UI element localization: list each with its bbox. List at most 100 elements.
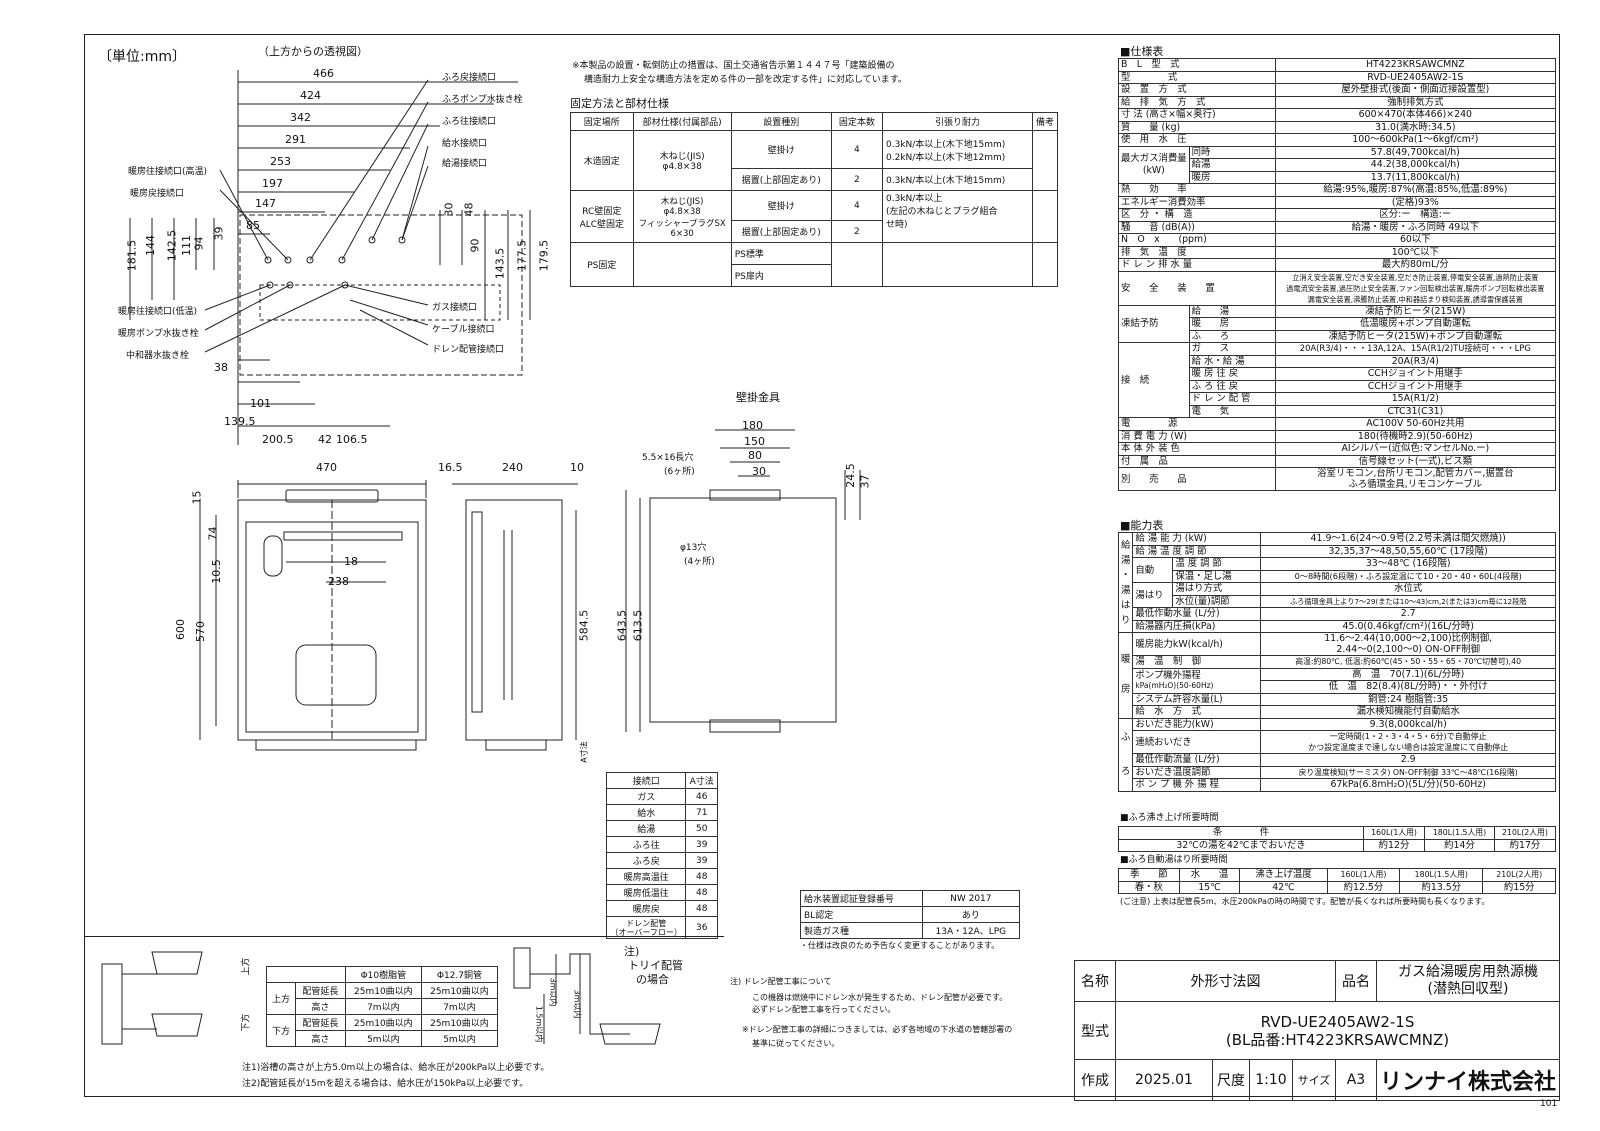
spec-label: 寸 法 (高さ×幅×奥行) <box>1118 108 1276 122</box>
cap-pump-high-label: 高 温 <box>1352 668 1381 680</box>
cap-value: 水位式 <box>1260 582 1556 596</box>
dim-144: 144 <box>144 235 157 256</box>
spec-value: 60以下 <box>1274 233 1557 247</box>
spec-label: 安 全 装 置 <box>1118 270 1276 306</box>
fill-header: 水 温 <box>1178 868 1241 882</box>
fix-wood-r2-count: 2 <box>830 168 883 191</box>
dim-197: 197 <box>262 177 283 190</box>
pipe-header-resin: Φ10樹脂管 <box>344 966 422 983</box>
bracket-hole-label: φ13穴 <box>680 543 707 553</box>
fix-rc-str-1: 0.3kN/本以上 <box>885 194 943 204</box>
boil-cell: 約12分 <box>1362 838 1426 852</box>
trap-piping-diagram <box>513 947 661 1045</box>
bracket-diagram <box>625 429 861 733</box>
cap-label: おいだき温度調節 <box>1132 765 1262 779</box>
pipe-down-label: 下方 <box>266 1014 296 1047</box>
spec-label: B L 型 式 <box>1118 58 1276 72</box>
spec-sub-label: ふ ろ <box>1188 329 1276 343</box>
front-dim-15: 15 <box>190 490 204 505</box>
conn-row-name: 暖房戻 <box>605 900 687 917</box>
fix-ps-note <box>1031 242 1059 287</box>
bracket-dim-643-5: 643.5 <box>615 609 629 642</box>
conn-row-value: 46 <box>685 788 718 805</box>
fix-rc-part-1: 木ねじ(JIS) <box>660 196 704 207</box>
spec-safety-line: 漏電安全装置,沸騰防止装置,中和器詰まり検知装置,誘導雷保護装置 <box>1307 294 1523 304</box>
spec-label: 給 排 気 方 式 <box>1118 95 1276 109</box>
boil-cell: 約17分 <box>1493 838 1557 852</box>
spec-gas-label-2: (kW) <box>1142 164 1165 176</box>
note-line-1: ※本製品の設置・転倒防止の措置は、国土交通省告示第１４４７号「建築設備の <box>572 61 895 71</box>
conn-row-name: 暖房高温往 <box>605 868 687 885</box>
bracket-dim-80: 80 <box>748 449 762 462</box>
pipe-up-resin-h: 7m以内 <box>344 998 422 1015</box>
spec-safety-value: 立消え安全装置,空だき安全装置,空だき防止装置,停電安全装置,過熱防止装置過電流… <box>1274 270 1557 306</box>
cap-pump-label-2: kPa(mH₂O)(50-60Hz) <box>1135 680 1214 690</box>
boil-title: ■ふろ沸き上げ所要時間 <box>1120 813 1219 823</box>
cert-value: 13A・12A、LPG <box>921 922 1021 939</box>
cap-pump-low-value: 82(8.4)(8L/分時)・・外付け <box>1366 681 1488 693</box>
fix-rc-r2-count: 2 <box>830 220 883 243</box>
dim-181-5: 181.5 <box>125 239 139 272</box>
cap-value: ふろ循環金具上より7〜29(または10〜43)cm,2(または3)cm毎に12段… <box>1260 594 1556 608</box>
callout-drain: ドレン配管接続口 <box>432 345 505 355</box>
spec-gas-label: 最大ガス消費量(kW) <box>1118 145 1190 184</box>
fixing-table: 固定場所 部材仕様(付属部品) 設置種別 固定本数 引張り耐力 備考 木造固定 … <box>570 112 1059 287</box>
pipe-up-copper-len: 25m10曲以内 <box>420 982 499 999</box>
fix-header-place: 固定場所 <box>570 112 634 131</box>
callout-cable: ケーブル接続口 <box>432 325 495 335</box>
pipe-note-2: 注2)配管延長が15mを超える場合は、給水圧が150kPa以上必要です。 <box>242 1079 529 1089</box>
bracket-slot-label: 5.5×16長穴 <box>642 453 694 463</box>
trap-dim-2: 3m以内 <box>572 989 582 1019</box>
front-dim-10-5: 10.5 <box>209 559 223 584</box>
spec-sub-label: 暖 房 往 戻 <box>1188 367 1276 381</box>
pipe-down-copper-len: 25m10曲以内 <box>420 1014 499 1031</box>
top-view-label: （上方からの透視図） <box>258 45 368 58</box>
spec-value: 屋外壁掛式(後面・側面近接設置型) <box>1274 83 1557 97</box>
fix-header-count: 固定本数 <box>830 112 883 131</box>
boil-cell: 約14分 <box>1424 838 1495 852</box>
fix-rc-part-3: フィッシャープラグSX <box>638 218 726 229</box>
pipe-note-1: 注1)浴槽の高さが上方5.0m以上の場合は、給水圧が200kPa以上必要です。 <box>242 1063 550 1073</box>
fix-ps-r1: PS標準 <box>730 242 832 265</box>
title-block: 名称 外形寸法図 品名 ガス給湯暖房用熱源機(潜熱回収型) 型式 RVD-UE2… <box>1074 960 1561 1101</box>
dim-42: 42 <box>318 433 332 446</box>
spec-value: 低温暖房+ポンプ自動運転 <box>1274 317 1557 331</box>
conn-header-port: 接続口 <box>605 772 687 789</box>
cert-label: BL認定 <box>800 906 923 923</box>
dim-139-5: 139.5 <box>224 415 256 428</box>
spec-value: 31.0(満水時:34.5) <box>1274 120 1557 134</box>
title-scale: 1:10 <box>1248 1059 1293 1101</box>
fix-wood-r1-str-2: 0.2kN/本以上(木下地12mm) <box>885 152 1006 163</box>
spec-sub-label: 給 湯 <box>1188 304 1276 318</box>
pipe-up-resin-len: 25m10曲以内 <box>344 982 422 999</box>
cap-side-char: 湯 <box>1121 554 1131 566</box>
cert-label: 給水装置認証登録番号 <box>800 890 923 907</box>
dim-30: 30 <box>442 202 456 217</box>
spec-value: 20A(R3/4) <box>1274 354 1557 368</box>
dim-342: 342 <box>290 111 311 124</box>
dim-177-5: 177.5 <box>515 239 529 272</box>
trap-note-3: の場合 <box>636 973 669 986</box>
fix-rc-place-1: RC壁固定 <box>582 206 622 217</box>
title-size-label: サイズ <box>1291 1059 1336 1101</box>
fix-rc-place-2: ALC壁固定 <box>579 219 625 230</box>
spec-value: 凍結予防ヒータ(215W) <box>1274 304 1557 318</box>
pipe-down-resin-len: 25m10曲以内 <box>344 1014 422 1031</box>
callout-heating-high: 暖房往接続口(高温) <box>128 167 208 177</box>
cap-value-line: 一定時間(1・2・3・4・5・6分)で自動停止 <box>1329 732 1487 741</box>
dim-101: 101 <box>250 397 271 410</box>
conn-row-name: 給水 <box>605 804 687 821</box>
side-dim-584-5: 584.5 <box>577 609 591 642</box>
spec-value: 57.8(49,700kcal/h) <box>1274 145 1557 159</box>
spec-gas-label-1: 最大ガス消費量 <box>1121 152 1187 164</box>
dim-85: 85 <box>246 219 260 232</box>
cap-value: 0〜8時間(6段階)・ふろ設定温にて10・20・40・60L(4段階) <box>1260 569 1556 583</box>
pipe-header-blank <box>266 966 346 983</box>
conn-header-a: A寸法 <box>685 772 718 789</box>
conn-row-name: ふろ戻 <box>605 852 687 869</box>
dim-106-5: 106.5 <box>336 433 368 446</box>
fill-header: 季 節 <box>1118 868 1180 882</box>
cap-label: 給湯器内圧損(kPa) <box>1132 619 1262 633</box>
fix-header-part: 部材仕様(付属部品) <box>632 112 732 131</box>
